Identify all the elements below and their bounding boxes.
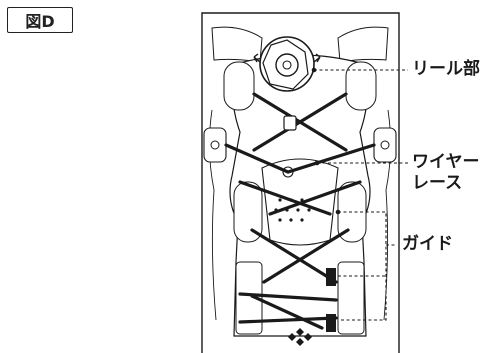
callout-reel: リール部: [412, 59, 480, 80]
upper-pad-left: [223, 61, 255, 111]
brand-logo-icon: [288, 328, 312, 346]
lace-clip: [283, 115, 297, 131]
wire-lace: [224, 92, 376, 330]
lower-block-right: [337, 261, 365, 335]
callout-wire-line2: レース: [412, 173, 463, 193]
lower-block-left: [235, 261, 263, 335]
hinge-tab-left: [203, 127, 227, 163]
top-pad-right: [337, 26, 389, 63]
leader-guide-bracket: [338, 211, 387, 321]
hinge-screw-right: [380, 140, 390, 150]
reel-dial-icon: [253, 36, 321, 92]
figure-label: 図D: [7, 7, 73, 33]
hinge-screw-left: [210, 140, 220, 150]
upper-pad-right: [345, 61, 377, 111]
hinge-tab-right: [373, 127, 397, 163]
mid-pad-left: [233, 181, 263, 243]
callout-reel-text: リール部: [412, 59, 480, 79]
figure-label-text: 図D: [25, 12, 55, 31]
guide-tab-lower: [326, 314, 336, 332]
callout-wire-lace: ワイヤー レース: [412, 152, 480, 194]
callout-wire-line1: ワイヤー: [412, 152, 480, 172]
callout-guide-text: ガイド: [402, 234, 453, 254]
panel-frame: [201, 12, 400, 353]
callout-guide: ガイド: [402, 234, 453, 255]
callout-leaders: [314, 69, 408, 321]
